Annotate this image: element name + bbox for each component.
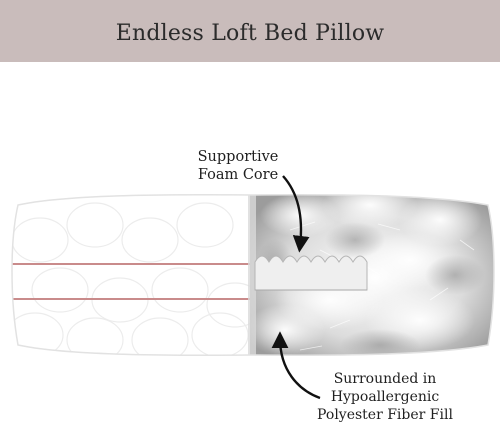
fiber-fill-arrow-icon [271, 331, 321, 400]
page-title: Endless Loft Bed Pillow [115, 20, 385, 46]
callout-line: Supportive [197, 149, 279, 165]
title-banner: Endless Loft Bed Pillow [0, 0, 500, 62]
callout-line: Foam Core [197, 167, 279, 183]
pillow-body [12, 194, 494, 356]
pillow-outline [11, 194, 495, 356]
foam-core-arrow-icon [282, 175, 310, 253]
fiber-fill-callout: Surrounded in Hypoallergenic Polyester F… [300, 370, 470, 424]
callout-line: Polyester Fiber Fill [317, 407, 453, 423]
foam-core-callout: Supportive Foam Core [178, 148, 298, 184]
pillow-cover [12, 194, 252, 356]
callout-line: Hypoallergenic [330, 389, 440, 405]
cut-edge [248, 194, 256, 356]
foam-core [254, 255, 368, 291]
pillow-illustration [11, 175, 495, 400]
callout-line: Surrounded in [333, 371, 437, 387]
